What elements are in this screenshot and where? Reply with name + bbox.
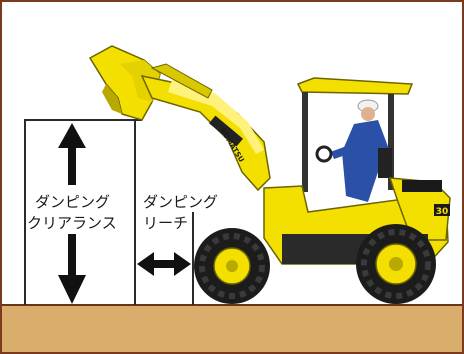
model-number: 30 — [436, 207, 449, 217]
lift-arm — [142, 64, 270, 190]
seat — [378, 148, 392, 178]
steering-wheel — [317, 147, 331, 161]
rear-wheel — [356, 224, 436, 304]
front-wheel — [194, 228, 270, 304]
